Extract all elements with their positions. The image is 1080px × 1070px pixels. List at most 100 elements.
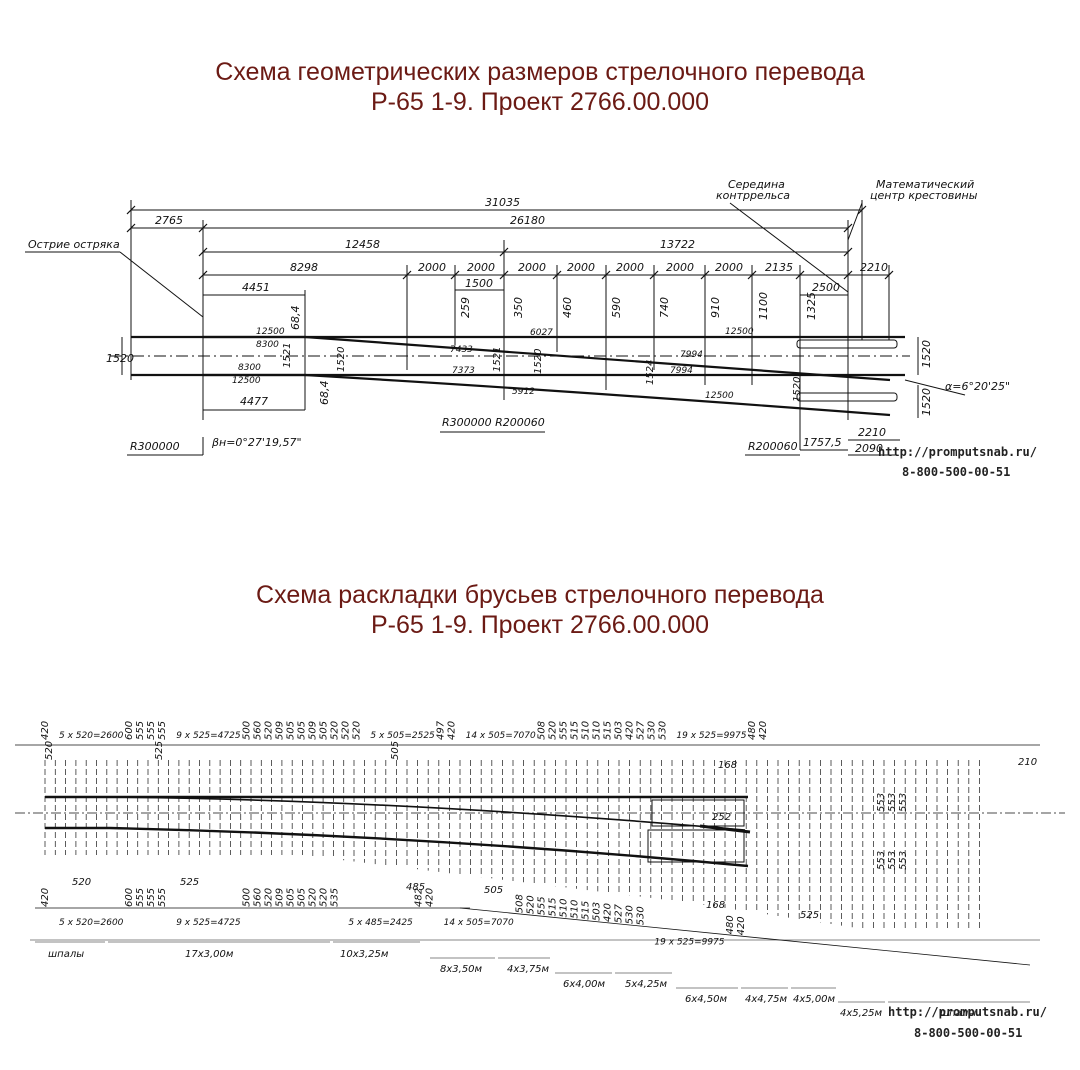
inner-13: 1520	[336, 347, 347, 372]
dim-row4-7: 2000	[715, 261, 743, 274]
bottom-dim-17: 482	[414, 888, 425, 907]
top-dim-36: 420	[758, 721, 769, 740]
bottom-dim-21: 520	[525, 895, 536, 914]
top-dim-34: 19 x 525=9975	[676, 731, 746, 741]
bottom-dim-18: 420	[425, 888, 436, 907]
vert-2: 350	[512, 297, 525, 318]
bottom-title-line1: Схема раскладки брусьев стрелочного пере…	[256, 581, 824, 609]
label-r300000: R300000	[130, 440, 180, 453]
group-10: 4x5,25м	[840, 1008, 883, 1019]
vert-1: 259	[459, 297, 472, 318]
bottom-dim-8: 560	[252, 888, 263, 907]
inner-5: 7373	[452, 366, 475, 376]
bottom-dim-25: 510	[569, 900, 580, 919]
top-dim-8: 560	[252, 721, 263, 740]
dim-bottom-a: 4477	[240, 395, 268, 408]
inner-10: 12500	[725, 327, 754, 337]
inner-9: 7994	[670, 366, 693, 376]
site-bottom: http://promputsnab.ru/	[888, 1005, 1047, 1019]
top-dim-14: 505	[318, 721, 329, 740]
group-0: шпалы	[48, 949, 84, 960]
top-dim-4: 555	[146, 721, 157, 740]
bottom-dim-14: 520	[318, 888, 329, 907]
dim-row4-2: 2000	[467, 261, 495, 274]
low-dim-2: 485	[406, 882, 425, 893]
inner-17: 1520	[792, 377, 803, 402]
top-dim-3: 555	[135, 721, 146, 740]
mid-dim-5: 553	[876, 793, 887, 812]
bottom-dim-2: 600	[124, 888, 135, 907]
bottom-dim-16: 5 x 485=2425	[348, 918, 413, 928]
inner-14: 1521	[492, 347, 503, 372]
dim-row4-4: 2000	[567, 261, 595, 274]
bottom-dim-26: 515	[580, 901, 591, 920]
top-dim-26: 510	[580, 721, 591, 740]
top-dim-0: 420	[40, 721, 51, 740]
vert-7: 1100	[757, 292, 770, 320]
bottom-dim-29: 527	[613, 903, 624, 923]
bottom-dim-33: 480	[725, 915, 736, 934]
label-r300000-r200060: R300000 R200060	[442, 416, 545, 429]
dim-bottom-d: 2210	[858, 426, 886, 439]
top-dim-2: 600	[124, 721, 135, 740]
bottom-dim-30: 530	[624, 905, 635, 924]
bottom-dim-27: 503	[591, 902, 602, 921]
dim-row5-c: 2500	[812, 281, 840, 294]
top-dim-30: 420	[624, 721, 635, 740]
mid-dim-7: 553	[898, 793, 909, 812]
dim-bottom-c: 1757,5	[803, 436, 842, 449]
top-dim-24: 555	[558, 721, 569, 740]
bottom-dim-19: 14 x 505=7070	[444, 918, 514, 928]
group-8: 4x4,75м	[745, 994, 788, 1005]
top-dim-16: 520	[340, 721, 351, 740]
top-dim-28: 515	[602, 721, 613, 740]
top-dim-21: 14 x 505=7070	[466, 731, 536, 741]
bottom-dim-7: 500	[241, 888, 252, 907]
group-2: 10x3,25м	[340, 949, 389, 960]
dim-row2-a: 2765	[155, 214, 183, 227]
top-dim-22: 508	[536, 721, 547, 740]
group-6: 5x4,25м	[625, 979, 668, 990]
phone-top: 8-800-500-00-51	[902, 465, 1010, 479]
label-ostrie: Острие остряка	[28, 238, 120, 251]
inner-3: 12500	[232, 376, 261, 386]
dim-row4-9: 2210	[860, 261, 888, 274]
group-4: 4x3,75м	[507, 964, 550, 975]
gauge-2: 1520	[920, 388, 933, 416]
top-dim-11: 505	[285, 721, 296, 740]
bottom-dim-4: 555	[146, 888, 157, 907]
bottom-dim-0: 420	[40, 888, 51, 907]
bottom-dim-32: 19 x 525=9975	[654, 937, 724, 947]
gauge-1: 1520	[920, 340, 933, 368]
group-11: шпалы	[940, 1008, 976, 1019]
top-title-line1: Схема геометрических размеров стрелочног…	[215, 58, 865, 86]
bottom-dim-5: 555	[157, 888, 168, 907]
top-dim-6: 9 x 525=4725	[176, 731, 241, 741]
top-dim-12: 505	[296, 721, 307, 740]
inner-7: 5912	[512, 387, 535, 397]
bottom-dim-20: 508	[514, 894, 525, 913]
inner-12: 1521	[282, 343, 293, 368]
group-3: 8x3,50м	[440, 964, 483, 975]
label-beta: βн=0°27'19,57"	[211, 436, 302, 449]
dim-row4-0: 8298	[290, 261, 318, 274]
mid-dim-1: 525	[154, 741, 165, 760]
top-dim-25: 515	[569, 721, 580, 740]
dim-row4-1: 2000	[418, 261, 446, 274]
top-dim-18: 5 x 505=2525	[370, 731, 435, 741]
top-dim-20: 420	[447, 721, 458, 740]
vert-5: 740	[658, 297, 671, 318]
top-dim-7: 500	[241, 721, 252, 740]
vert-0: 68,4	[289, 306, 302, 331]
dim-row3-b: 13722	[660, 238, 695, 251]
bottom-dim-23: 515	[547, 897, 558, 916]
dim-row4-3: 2000	[518, 261, 546, 274]
site-top: http://promputsnab.ru/	[878, 445, 1037, 459]
bottom-dim-12: 505	[296, 888, 307, 907]
bottom-dim-1: 5 x 520=2600	[59, 918, 124, 928]
top-dim-9: 520	[263, 721, 274, 740]
low-dim-3: 505	[484, 885, 503, 896]
bottom-dim-3: 555	[135, 888, 146, 907]
group-7: 6x4,50м	[685, 994, 728, 1005]
label-r200060: R200060	[748, 440, 798, 453]
